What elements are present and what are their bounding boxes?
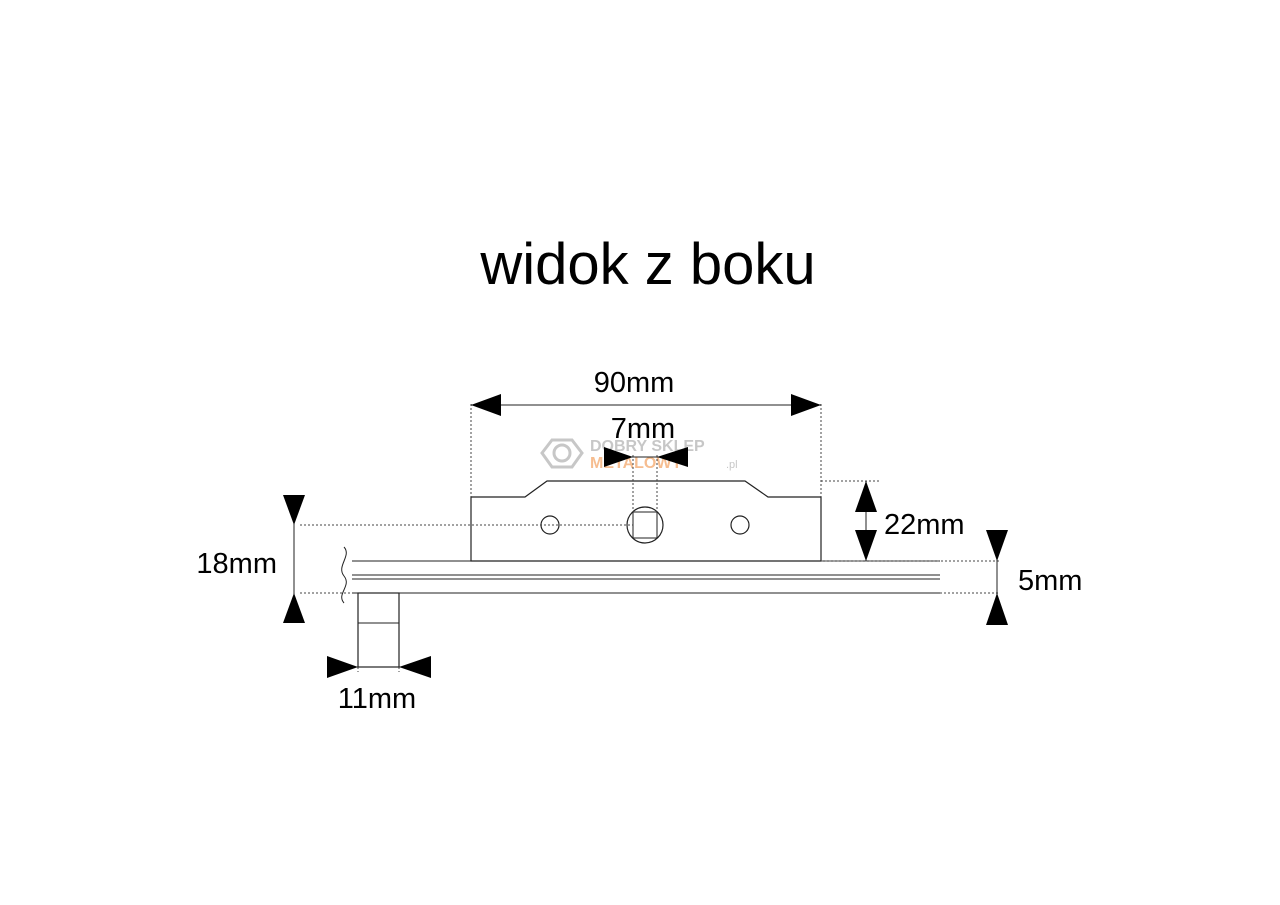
hex-nut-icon [540,438,584,469]
label-7mm: 7mm [611,413,675,445]
dimension-22mm: 22mm [855,481,965,561]
drawing-title: widok z boku [479,232,815,297]
label-5mm: 5mm [1018,565,1082,597]
dimension-11mm: 11mm [327,656,431,715]
dimension-7mm: 7mm [604,413,688,467]
bracket [470,480,822,562]
center-hole [626,506,664,544]
break-line [341,546,347,604]
label-22mm: 22mm [884,509,965,541]
mounting-hole-right [730,515,750,535]
dimension-5mm: 5mm [986,530,1082,625]
watermark-line1: DOBRY SKLEP [590,438,705,455]
extension-lines [300,404,1000,672]
dimension-18mm: 18mm [196,495,305,623]
dimension-90mm: 90mm [471,367,821,416]
label-90mm: 90mm [594,367,675,399]
watermark-suffix: .pl [726,459,738,471]
post [357,592,400,668]
label-11mm: 11mm [338,683,416,715]
label-18mm: 18mm [196,548,277,580]
